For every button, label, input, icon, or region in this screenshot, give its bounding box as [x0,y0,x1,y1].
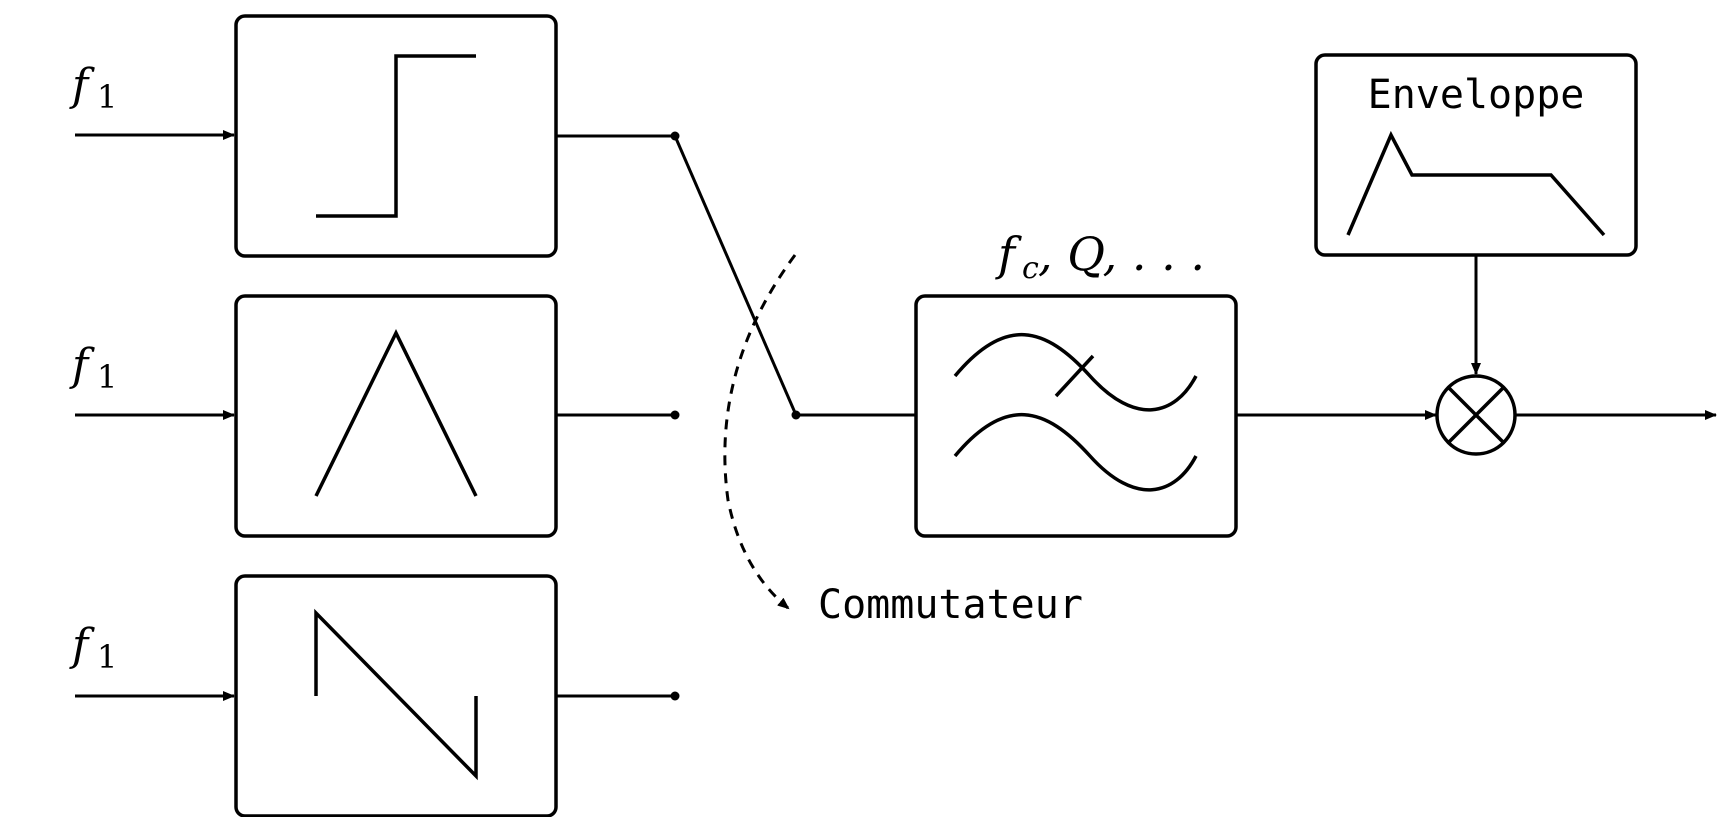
sawtooth-wave-icon [314,608,478,781]
filter-response-icon [953,333,1198,492]
filter-param-rest: , Q, . . . [1038,227,1205,281]
switch-contact-2 [670,410,680,420]
filter-param-sub: c [1022,251,1039,286]
input-label-2: f 1 [69,340,117,396]
filter-params-label: f c , Q, . . . [995,227,1205,286]
square-wave-icon [316,54,476,218]
input-symbol: f [69,60,95,111]
envelope-label: Enveloppe [1368,72,1585,118]
input-label-3: f 1 [69,620,117,676]
switch-direction-arrow [723,254,797,610]
input-symbol: f [69,620,95,671]
input-symbol: f [69,340,95,391]
filter-block [914,294,1238,538]
multiplier-icon [1435,374,1517,456]
input-subscript: 1 [97,358,117,396]
input-subscript: 1 [97,638,117,676]
switch-label: Commutateur [818,582,1083,628]
input-subscript: 1 [97,78,117,116]
filter-param-f: f [995,227,1022,281]
triangle-wave-icon [314,329,478,497]
adsr-envelope-icon [1346,130,1606,237]
switch-contact-3 [670,691,680,701]
input-label-1: f 1 [69,60,117,116]
switch-blade [673,135,798,416]
